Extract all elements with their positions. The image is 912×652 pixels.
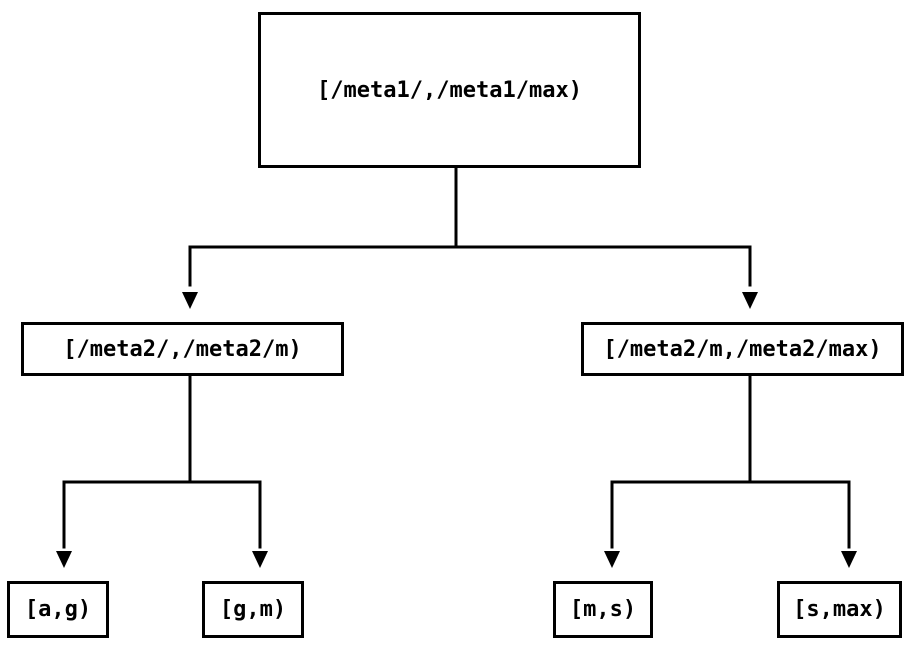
arrow-down-icon bbox=[56, 551, 72, 568]
node-child-right-label: [/meta2/m,/meta2/max) bbox=[603, 336, 882, 362]
node-child-left-label: [/meta2/,/meta2/m) bbox=[63, 336, 302, 362]
node-leaf-ms-label: [m,s) bbox=[569, 597, 637, 622]
node-leaf-gm-label: [g,m) bbox=[219, 597, 287, 622]
node-child-left: [/meta2/,/meta2/m) bbox=[21, 322, 344, 376]
node-leaf-smax-label: [s,max) bbox=[793, 597, 886, 622]
node-leaf-ms: [m,s) bbox=[553, 581, 653, 638]
node-root: [/meta1/,/meta1/max) bbox=[258, 12, 641, 168]
node-leaf-ag-label: [a,g) bbox=[24, 597, 92, 622]
connector-left-child-to-leaves bbox=[56, 374, 268, 568]
node-leaf-ag: [a,g) bbox=[7, 581, 109, 638]
node-child-right: [/meta2/m,/meta2/max) bbox=[581, 322, 904, 376]
arrow-down-icon bbox=[742, 292, 758, 309]
connector-right-child-to-leaves bbox=[604, 374, 857, 568]
node-root-label: [/meta1/,/meta1/max) bbox=[317, 77, 582, 103]
connector-root-to-children bbox=[182, 166, 758, 309]
arrow-down-icon bbox=[252, 551, 268, 568]
arrow-down-icon bbox=[182, 292, 198, 309]
arrow-down-icon bbox=[841, 551, 857, 568]
node-leaf-smax: [s,max) bbox=[777, 581, 902, 638]
node-leaf-gm: [g,m) bbox=[202, 581, 304, 638]
arrow-down-icon bbox=[604, 551, 620, 568]
